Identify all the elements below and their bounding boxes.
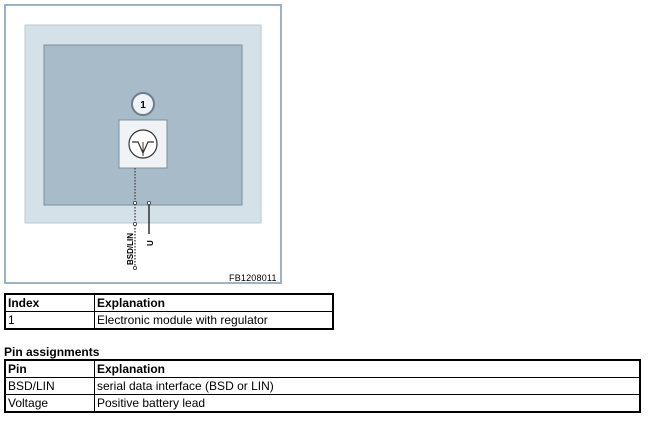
explanation-cell: Electronic module with regulator — [94, 311, 334, 330]
table-row: 1 Electronic module with regulator — [4, 311, 334, 330]
index-table: Index Explanation 1 Electronic module wi… — [4, 293, 334, 330]
pin-cell: BSD/LIN — [4, 377, 95, 395]
voltage-pin — [146, 200, 151, 205]
pin-table-header: Pin Explanation — [4, 359, 641, 378]
pin-explanation-header: Explanation — [94, 359, 641, 378]
pin-cell: Voltage — [4, 394, 95, 413]
pin-assignments-title: Pin assignments — [4, 345, 100, 359]
figure-id: FB1208011 — [229, 273, 277, 283]
bsd-lin-pin-outer — [133, 221, 138, 226]
pin-header: Pin — [4, 359, 95, 378]
voltage-label: U — [146, 240, 155, 246]
diagram-panel: 1 BSD/LIN U FB1208011 — [4, 4, 282, 284]
callout-number: 1 — [140, 100, 146, 111]
index-table-header: Index Explanation — [4, 293, 334, 312]
bsd-lin-label: BSD/LIN — [126, 233, 135, 265]
pin-assignments-table: Pin Explanation BSD/LIN serial data inte… — [4, 359, 641, 413]
explanation-header: Explanation — [94, 293, 334, 312]
index-cell: 1 — [4, 311, 95, 330]
table-row: Voltage Positive battery lead — [4, 394, 641, 413]
index-header: Index — [4, 293, 95, 312]
bsd-lin-pin — [133, 200, 138, 205]
callout-circle — [131, 92, 155, 116]
pin-explanation-cell: serial data interface (BSD or LIN) — [94, 377, 641, 395]
diagram-graphic: 1 BSD/LIN U — [24, 24, 262, 270]
table-row: BSD/LIN serial data interface (BSD or LI… — [4, 377, 641, 395]
pin-explanation-cell: Positive battery lead — [94, 394, 641, 413]
bsd-lin-terminal — [133, 265, 138, 270]
